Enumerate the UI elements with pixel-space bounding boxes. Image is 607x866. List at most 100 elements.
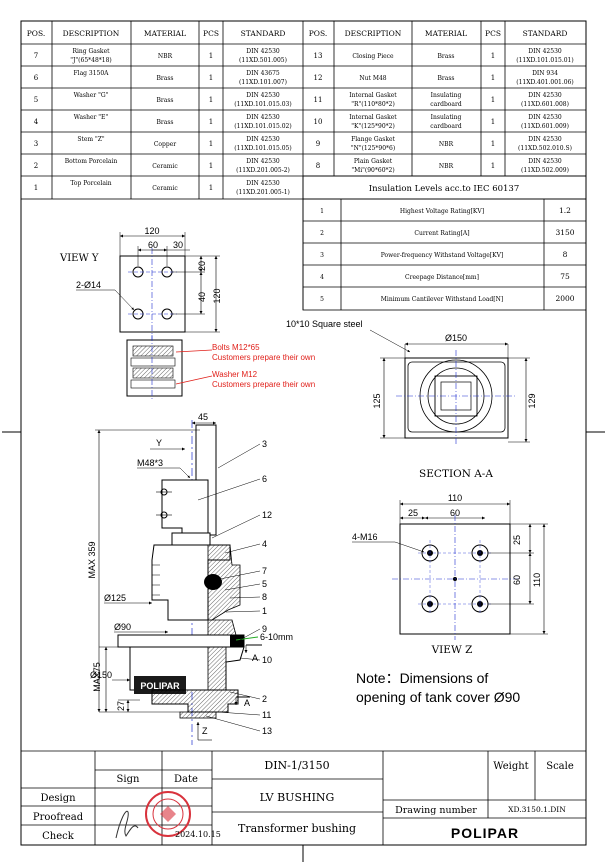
left-row-std: DIN 42530 xyxy=(246,180,280,187)
hdr-pcs-left: PCS xyxy=(203,29,219,38)
insulation-row-no: 4 xyxy=(320,274,324,281)
main-y-label: Y xyxy=(156,438,162,448)
right-row-material-2: cardboard xyxy=(430,123,462,130)
insulation-title: Insulation Levels acc.to IEC 60137 xyxy=(369,184,520,194)
right-row-material: Insulating xyxy=(431,92,462,99)
left-row-pos: 1 xyxy=(34,184,38,192)
left-row-material: Ceramic xyxy=(152,163,178,170)
callout-leader xyxy=(229,596,261,599)
insulation-row-label: Current Rating[A] xyxy=(414,230,469,237)
right-row-std: DIN 42530 xyxy=(528,136,562,143)
right-row-desc: Nut M48 xyxy=(359,75,386,82)
left-row-desc: Bottom Porcelain xyxy=(65,158,118,165)
right-row-desc: Closing Piece xyxy=(352,53,394,60)
right-row-material: Insulating xyxy=(431,114,462,121)
right-row-std: DIN 42530 xyxy=(528,48,562,55)
right-row-pcs: 1 xyxy=(491,140,495,148)
insulation-row-label: Highest Voltage Rating[KV] xyxy=(400,208,484,215)
view-y-dim-120: 120 xyxy=(144,226,159,236)
view-z-holes-label: 4-M16 xyxy=(352,532,378,542)
view-y-dim-40: 40 xyxy=(197,292,207,302)
tb-weight: Weight xyxy=(493,761,528,772)
left-row-material: Ceramic xyxy=(152,185,178,192)
insulation-rows: 1 Highest Voltage Rating[KV] 1.2 2 Current R… xyxy=(320,206,575,303)
left-row-pcs: 1 xyxy=(209,140,213,148)
callout-leader xyxy=(217,443,261,469)
section-dim-125: 125 xyxy=(372,393,382,408)
insulation-row-no: 2 xyxy=(320,230,324,237)
callout-leader xyxy=(197,478,261,501)
main-d150: Ø150 xyxy=(90,670,112,680)
square-steel-label: 10*10 Square steel xyxy=(286,319,363,329)
left-row-desc: Ring Gasket xyxy=(72,48,110,55)
left-row-std-2: (11XD.101.015.02) xyxy=(234,123,291,130)
callout-leader xyxy=(239,657,261,661)
tb-subtitle: Transformer bushing xyxy=(238,822,356,835)
insulation-row-label: Minimum Cantilever Withstand Load[N] xyxy=(381,296,503,303)
right-row-pos: 11 xyxy=(314,96,323,104)
insulation-row-no: 1 xyxy=(320,208,324,215)
left-row-pcs: 1 xyxy=(209,52,213,60)
callout-leader xyxy=(205,715,261,732)
left-row-std: DIN 42530 xyxy=(246,114,280,121)
insulation-row-label: Power-frequency Withstand Voltage[KV] xyxy=(381,252,504,259)
callout-leader xyxy=(214,570,261,581)
left-row-desc: Top Porcelain xyxy=(70,180,111,187)
main-dim-27: 27 xyxy=(116,701,126,711)
callout-number: 13 xyxy=(262,726,272,736)
callout-leader xyxy=(217,711,261,716)
tb-sign: Sign xyxy=(117,774,140,785)
left-row-material: Brass xyxy=(156,75,173,82)
border-frame xyxy=(20,20,587,846)
main-a-label-bottom: A xyxy=(244,698,250,708)
note-line-2: opening of tank cover Ø90 xyxy=(356,689,520,705)
view-z-dim-25: 25 xyxy=(408,508,418,518)
tb-date: Date xyxy=(174,774,198,785)
callout-number: 4 xyxy=(262,539,267,549)
callout-number: 5 xyxy=(262,579,267,589)
callout-leader xyxy=(211,514,261,539)
right-row-material: NBR xyxy=(439,163,454,170)
hdr-desc-right: DESCRIPTION xyxy=(345,29,402,38)
right-row-material: Brass xyxy=(437,53,454,60)
main-dim-45: 45 xyxy=(198,412,208,422)
parts-table xyxy=(20,20,587,310)
right-row-desc: Internal Gasket xyxy=(349,92,397,99)
right-row-pcs: 1 xyxy=(491,118,495,126)
right-row-desc-2: "N"(125*90*6) xyxy=(351,145,395,152)
left-row-std: DIN 42530 xyxy=(246,48,280,55)
right-row-desc: Internal Gasket xyxy=(349,114,397,121)
insulation-row-value: 1.2 xyxy=(559,206,571,215)
main-max75: MAX75 xyxy=(92,662,102,692)
left-row-pos: 4 xyxy=(34,118,39,126)
hdr-pos-left: POS. xyxy=(27,29,45,38)
main-thread-label: M48*3 xyxy=(137,458,163,468)
main-z-label: Z xyxy=(202,726,208,736)
left-row-material: Copper xyxy=(154,141,176,148)
left-row-material: NBR xyxy=(158,53,173,60)
left-row-pos: 6 xyxy=(34,74,39,82)
washer-label: Washer M12 xyxy=(212,370,258,379)
left-row-std: DIN 42530 xyxy=(246,158,280,165)
right-row-pos: 10 xyxy=(314,118,323,126)
tb-drawing-number: XD.3150.1.DIN xyxy=(508,805,566,814)
callout-number: 12 xyxy=(262,510,272,520)
left-row-pcs: 1 xyxy=(209,162,213,170)
right-row-std-2: (11XD.502.010.S) xyxy=(518,145,572,152)
callout-leader xyxy=(225,610,261,613)
right-row-std: DIN 934 xyxy=(532,70,558,77)
main-brand-plate: POLIPAR xyxy=(140,681,180,691)
insulation-row-no: 5 xyxy=(320,296,324,303)
right-row-pos: 13 xyxy=(314,52,323,60)
callout-number: 6 xyxy=(262,474,267,484)
insulation-row-no: 3 xyxy=(320,252,324,259)
washer-note: Customers prepare their own xyxy=(212,380,315,389)
callout-leader xyxy=(229,691,261,700)
left-row-pos: 7 xyxy=(34,52,38,60)
tb-date-value: 2024.10.15 xyxy=(175,830,221,839)
right-row-std-2: (11XD.101.015.01) xyxy=(516,57,573,64)
hdr-standard-left: STANDARD xyxy=(241,29,286,38)
view-y-dim-60: 60 xyxy=(148,240,158,250)
